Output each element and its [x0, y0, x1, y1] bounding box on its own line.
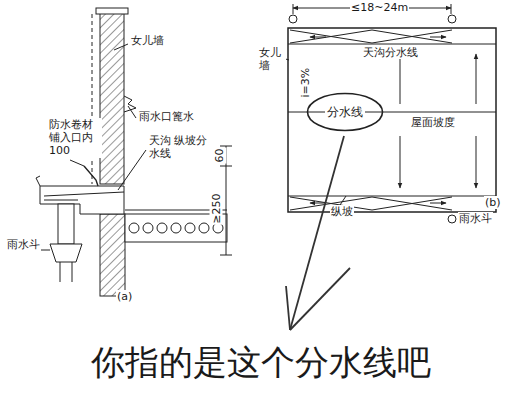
slab-core [157, 223, 167, 233]
part-name: 雨水斗 [458, 212, 493, 225]
part-name: 女儿墙 [258, 46, 286, 72]
lower-wall [100, 214, 125, 296]
part-name: 雨水斗 [6, 238, 41, 251]
slab-core [185, 223, 195, 233]
part-name: 天沟 纵坡分水线 [148, 134, 214, 160]
part-name: 女儿墙 [130, 34, 165, 47]
part-name: 天沟分水线 [362, 46, 419, 59]
slab-core [199, 223, 209, 233]
dimension: ≤18~24m [350, 1, 409, 14]
node-text: 分水线 [325, 104, 365, 121]
dimension: 60 [213, 148, 226, 164]
caption: 你指的是这个分水线吧 [91, 340, 431, 386]
slab-core [171, 223, 181, 233]
note: 防水卷材 铺入口内 100 [48, 118, 102, 158]
ellipse [308, 94, 383, 131]
figure-label: (b) [484, 196, 502, 209]
roof-plan [288, 28, 496, 212]
watershed-line [288, 112, 496, 113]
gutter [40, 186, 124, 214]
part-name: 纵坡 [330, 205, 354, 218]
figure-label: (a) [116, 290, 133, 303]
slab-core [143, 223, 153, 233]
slab-core [129, 223, 139, 233]
outlet-pipe [58, 204, 74, 244]
slope: i=3% [299, 67, 312, 99]
circled-label: 分水线 [306, 92, 384, 132]
part-name: 屋面坡度 [410, 116, 456, 129]
rain-funnel [50, 244, 82, 262]
parapet-wall [100, 12, 124, 184]
dimension: ≥250 [210, 192, 223, 224]
pointer-arrow [286, 136, 350, 330]
part-name: 雨水口篦水 [138, 110, 195, 123]
